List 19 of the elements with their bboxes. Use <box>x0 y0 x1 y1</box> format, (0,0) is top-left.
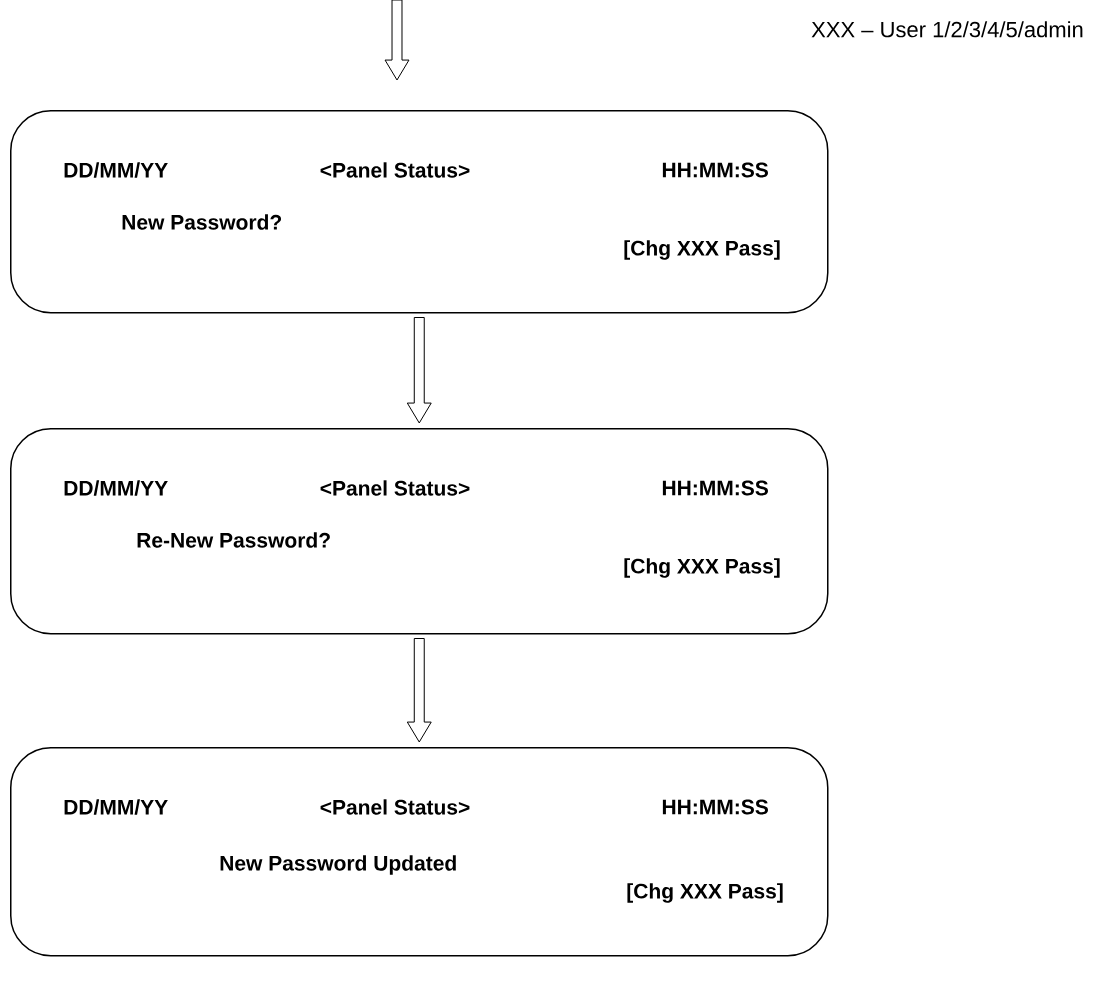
screen-text: <Panel Status> <box>320 162 470 178</box>
screen-text: <Panel Status> <box>320 799 470 815</box>
screen-text: New Password Updated <box>220 855 456 875</box>
arrow <box>406 317 432 424</box>
screen-text: <Panel Status> <box>320 480 470 496</box>
screen-text: New Password? <box>122 214 282 230</box>
user-note: XXX – User 1/2/3/4/5/admin <box>811 21 1083 38</box>
screen-text: DD/MM/YY <box>64 162 168 178</box>
screen-text: HH:MM:SS <box>662 799 768 815</box>
screen-text: HH:MM:SS <box>662 162 768 178</box>
screen-text: [Chg XXX Pass] <box>627 883 783 903</box>
arrow <box>384 0 410 81</box>
screen-text: Re-New Password? <box>137 532 330 548</box>
screen-text: HH:MM:SS <box>662 480 768 496</box>
arrow <box>406 638 432 743</box>
screen-text: [Chg XXX Pass] <box>624 240 780 260</box>
screen-text: DD/MM/YY <box>64 480 168 496</box>
screen-text: DD/MM/YY <box>64 799 168 815</box>
screen-text: [Chg XXX Pass] <box>624 558 780 578</box>
